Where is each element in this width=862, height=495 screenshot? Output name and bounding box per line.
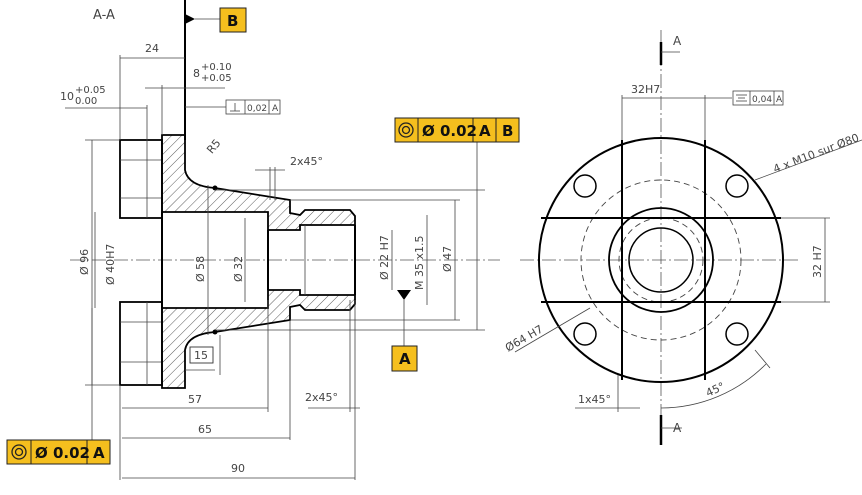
datum-a-box: A [391, 345, 418, 372]
section-label: A-A [93, 8, 115, 23]
datum-b-box: B [219, 7, 247, 33]
svg-text:+0.05: +0.05 [201, 73, 232, 84]
dim-chamfer-bottom: 2x45° [305, 391, 338, 404]
dim-d58: Ø 58 [194, 256, 207, 282]
svg-text:A: A [399, 350, 411, 368]
dim-8: 8 [193, 67, 200, 80]
svg-text:A: A [673, 421, 682, 435]
svg-text:Ø 0.02: Ø 0.02 [422, 122, 477, 140]
svg-text:A: A [776, 95, 783, 105]
svg-text:+0.10: +0.10 [201, 62, 232, 73]
svg-text:A: A [272, 104, 279, 114]
svg-text:B: B [502, 122, 513, 140]
dim-chamfer-top: 2x45° [290, 155, 323, 168]
dim-m35: M 35 x1.5 [413, 236, 426, 290]
dim-angle: 45° [704, 380, 727, 400]
svg-text:A: A [673, 34, 682, 48]
svg-text:B: B [227, 12, 238, 30]
dim-d47: Ø 47 [441, 246, 454, 272]
svg-text:10: 10 [60, 90, 74, 103]
dim-57: 57 [188, 393, 202, 406]
section-view: A-A B 24 8 +0.10 +0.05 10 +0.05 0. [6, 0, 520, 480]
dim-chamfer-front: 1x45° [578, 393, 611, 406]
holes-note: 4 x M10 sur Ø80 [771, 131, 860, 176]
svg-text:0,02: 0,02 [247, 104, 267, 114]
svg-text:A: A [479, 122, 491, 140]
dim-d32: Ø 32 [232, 256, 245, 282]
svg-text:0,04: 0,04 [752, 95, 772, 105]
dim-90: 90 [231, 462, 245, 475]
feature-control-frame-top: Ø 0.02 A B [394, 117, 520, 143]
dim-24: 24 [145, 42, 159, 55]
front-view: A A 32H7 0,04 A 4 x M10 sur Ø80 32 H7 [503, 30, 862, 445]
symmetry-frame: 0,04 A [732, 90, 784, 106]
dim-d64: Ø64 H7 [503, 323, 545, 355]
svg-text:A: A [93, 444, 105, 462]
feature-control-frame-bottom: Ø 0.02 A [6, 439, 111, 465]
svg-text:Ø 0.02: Ø 0.02 [35, 444, 90, 462]
svg-text:0.00: 0.00 [75, 96, 97, 107]
perpendicularity-frame: 0,02 A [225, 99, 281, 115]
svg-text:+0.05: +0.05 [75, 85, 106, 96]
concentricity-icon [11, 444, 27, 460]
concentricity-icon [398, 122, 414, 138]
dim-65: 65 [198, 423, 212, 436]
dim-r5: R5 [204, 137, 223, 157]
dim-d40: Ø 40H7 [104, 244, 117, 285]
dim-15: 15 [194, 349, 208, 362]
dim-32h7: 32H7 [631, 83, 660, 96]
dim-d96: Ø 96 [78, 249, 91, 275]
dim-32h7-vertical: 32 H7 [811, 245, 824, 278]
dim-d22: Ø 22 H7 [378, 235, 391, 280]
